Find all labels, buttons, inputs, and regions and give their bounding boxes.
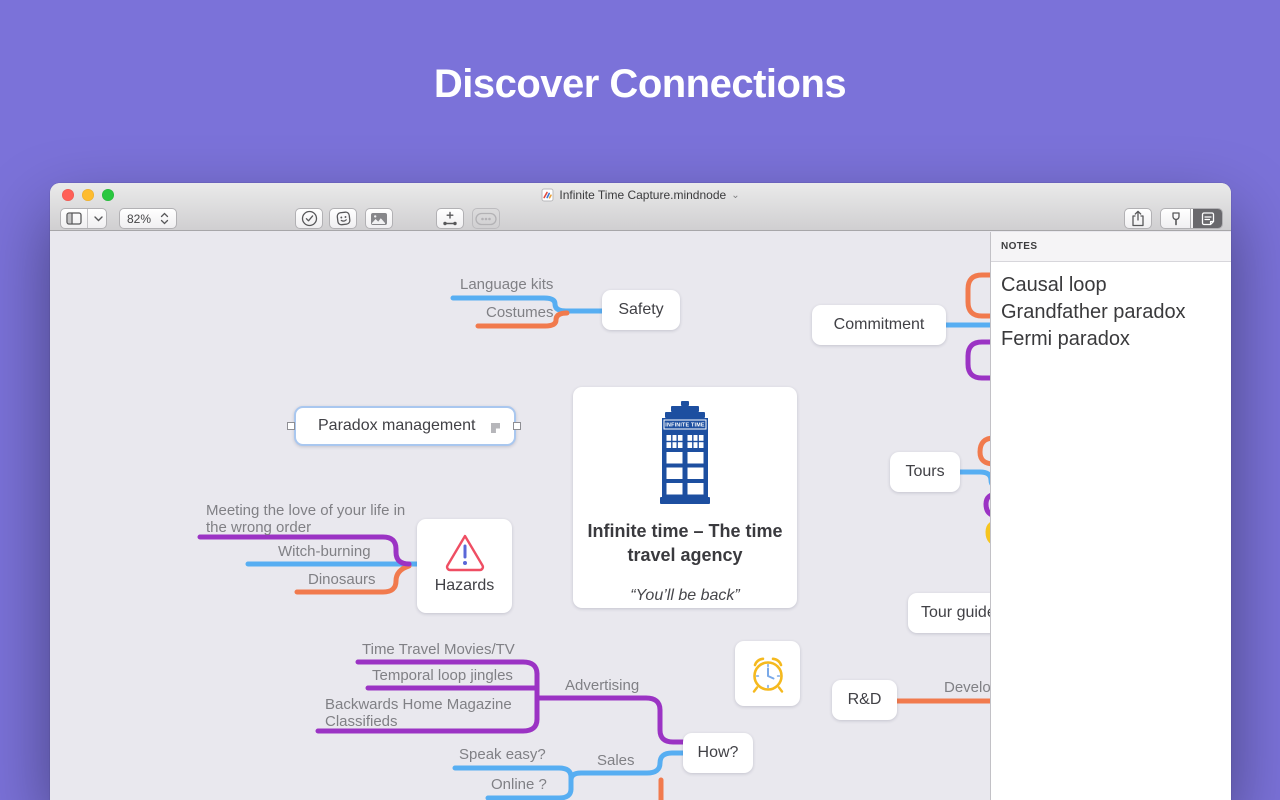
format-panel-toggle[interactable] [1161, 209, 1191, 228]
notes-editor[interactable]: Causal loop Grandfather paradox Fermi pa… [991, 262, 1231, 363]
warning-triangle-icon [445, 534, 484, 572]
title-chevron[interactable]: ⌄ [731, 189, 740, 201]
page-title: Discover Connections [433, 62, 847, 106]
node-safety-label: Safety [618, 301, 664, 318]
sidebar-icon [61, 209, 89, 228]
central-title: Infinite time – The time travel agency [587, 521, 783, 565]
zoom-control[interactable]: 82% [119, 208, 177, 229]
branch-hidden-purple-top[interactable] [965, 339, 1013, 381]
image-button[interactable] [365, 208, 393, 229]
note-line: Causal loop [1001, 274, 1107, 296]
inspector-segmented-control [1160, 208, 1223, 229]
label-backwards-home[interactable]: Backwards Home Magazine Classifieds [325, 696, 512, 730]
node-tour-guides-label: Tour guides [921, 604, 1004, 621]
ellipsis-pill-icon [475, 212, 497, 225]
note-indicator-icon[interactable] [491, 423, 500, 433]
node-tours[interactable]: Tours [890, 452, 960, 492]
node-rd-label: R&D [847, 691, 882, 708]
titlebar: Infinite Time Capture.mindnode ⌄ [50, 188, 1231, 202]
mindnode-window: Infinite Time Capture.mindnode ⌄ 82% [50, 183, 1231, 800]
format-brush-icon [1171, 212, 1180, 226]
document-icon [541, 188, 554, 202]
close-button[interactable] [62, 189, 74, 201]
notes-icon [1201, 211, 1214, 225]
sidebar-toggle[interactable] [60, 208, 107, 229]
label-language-kits[interactable]: Language kits [460, 276, 554, 293]
traffic-lights [62, 189, 114, 201]
node-tours-label: Tours [905, 463, 945, 480]
share-icon [1132, 210, 1144, 227]
window-chrome: Infinite Time Capture.mindnode ⌄ 82% [50, 183, 1231, 231]
label-costumes[interactable]: Costumes [486, 304, 554, 321]
node-connection-icon [443, 211, 457, 225]
branch-hidden-orange-mid[interactable] [977, 435, 1015, 467]
branch-dinosaurs[interactable] [294, 563, 412, 595]
branch-meeting[interactable] [197, 534, 412, 567]
label-dinosaurs[interactable]: Dinosaurs [308, 571, 376, 588]
branch-sales[interactable] [568, 750, 686, 783]
sticker-icon [336, 211, 350, 226]
selection-handle-left[interactable] [287, 422, 295, 430]
selection-handle-right[interactable] [513, 422, 521, 430]
tardis-sign-text: INFINITE TIME [665, 423, 705, 429]
zoom-window-button[interactable] [102, 189, 114, 201]
node-alarm-clock[interactable] [735, 641, 800, 706]
zoom-level: 82% [127, 211, 152, 226]
node-rd[interactable]: R&D [832, 680, 897, 720]
note-line: Grandfather paradox [1001, 301, 1186, 323]
central-tagline: “You’ll be back” [630, 587, 740, 604]
node-safety[interactable]: Safety [602, 290, 680, 330]
more-options-button[interactable] [472, 208, 500, 229]
branch-language-kits[interactable] [450, 295, 605, 314]
label-temporal-loop-jingles[interactable]: Temporal loop jingles [372, 667, 513, 684]
notes-header-label: NOTES [1001, 241, 1038, 252]
label-speak-easy[interactable]: Speak easy? [459, 746, 546, 763]
node-hazards-label: Hazards [434, 577, 495, 594]
alarm-clock-icon [752, 657, 783, 693]
stepper-icon [160, 212, 169, 225]
label-witch-burning[interactable]: Witch-burning [278, 543, 371, 560]
task-button[interactable] [295, 208, 323, 229]
tardis-icon: INFINITE TIME [660, 401, 710, 504]
minimize-button[interactable] [82, 189, 94, 201]
branch-hidden-orange-top[interactable] [965, 272, 1013, 319]
label-time-travel-movies[interactable]: Time Travel Movies/TV [362, 641, 515, 658]
label-sales[interactable]: Sales [597, 752, 635, 769]
label-advertising[interactable]: Advertising [565, 677, 640, 694]
chevron-down-icon [90, 209, 106, 228]
notes-panel-header: NOTES [991, 232, 1231, 262]
node-how-label: How? [697, 744, 739, 761]
node-paradox-label: Paradox management [318, 417, 476, 434]
branch-advertising[interactable] [534, 695, 686, 745]
node-how[interactable]: How? [683, 733, 753, 773]
check-circle-icon [301, 210, 317, 227]
label-meeting[interactable]: Meeting the love of your life in the wro… [206, 502, 406, 536]
notes-panel-toggle[interactable] [1193, 209, 1222, 228]
image-icon [371, 212, 387, 225]
add-connection-button[interactable] [436, 208, 464, 229]
node-commitment-label: Commitment [833, 316, 925, 333]
node-commitment[interactable]: Commitment [812, 305, 946, 345]
node-paradox-management[interactable]: Paradox management [294, 406, 516, 446]
node-hazards[interactable]: Hazards [417, 519, 512, 613]
node-central[interactable]: INFINITE TIME Infinite time – The time t… [573, 387, 797, 608]
share-button[interactable] [1124, 208, 1152, 229]
sticker-button[interactable] [329, 208, 357, 229]
label-online[interactable]: Online ? [491, 776, 547, 793]
note-line: Fermi paradox [1001, 328, 1130, 350]
window-title: Infinite Time Capture.mindnode [559, 188, 727, 202]
notes-panel: NOTES Causal loop Grandfather paradox Fe… [990, 232, 1231, 800]
branch-costumes[interactable] [475, 310, 570, 329]
